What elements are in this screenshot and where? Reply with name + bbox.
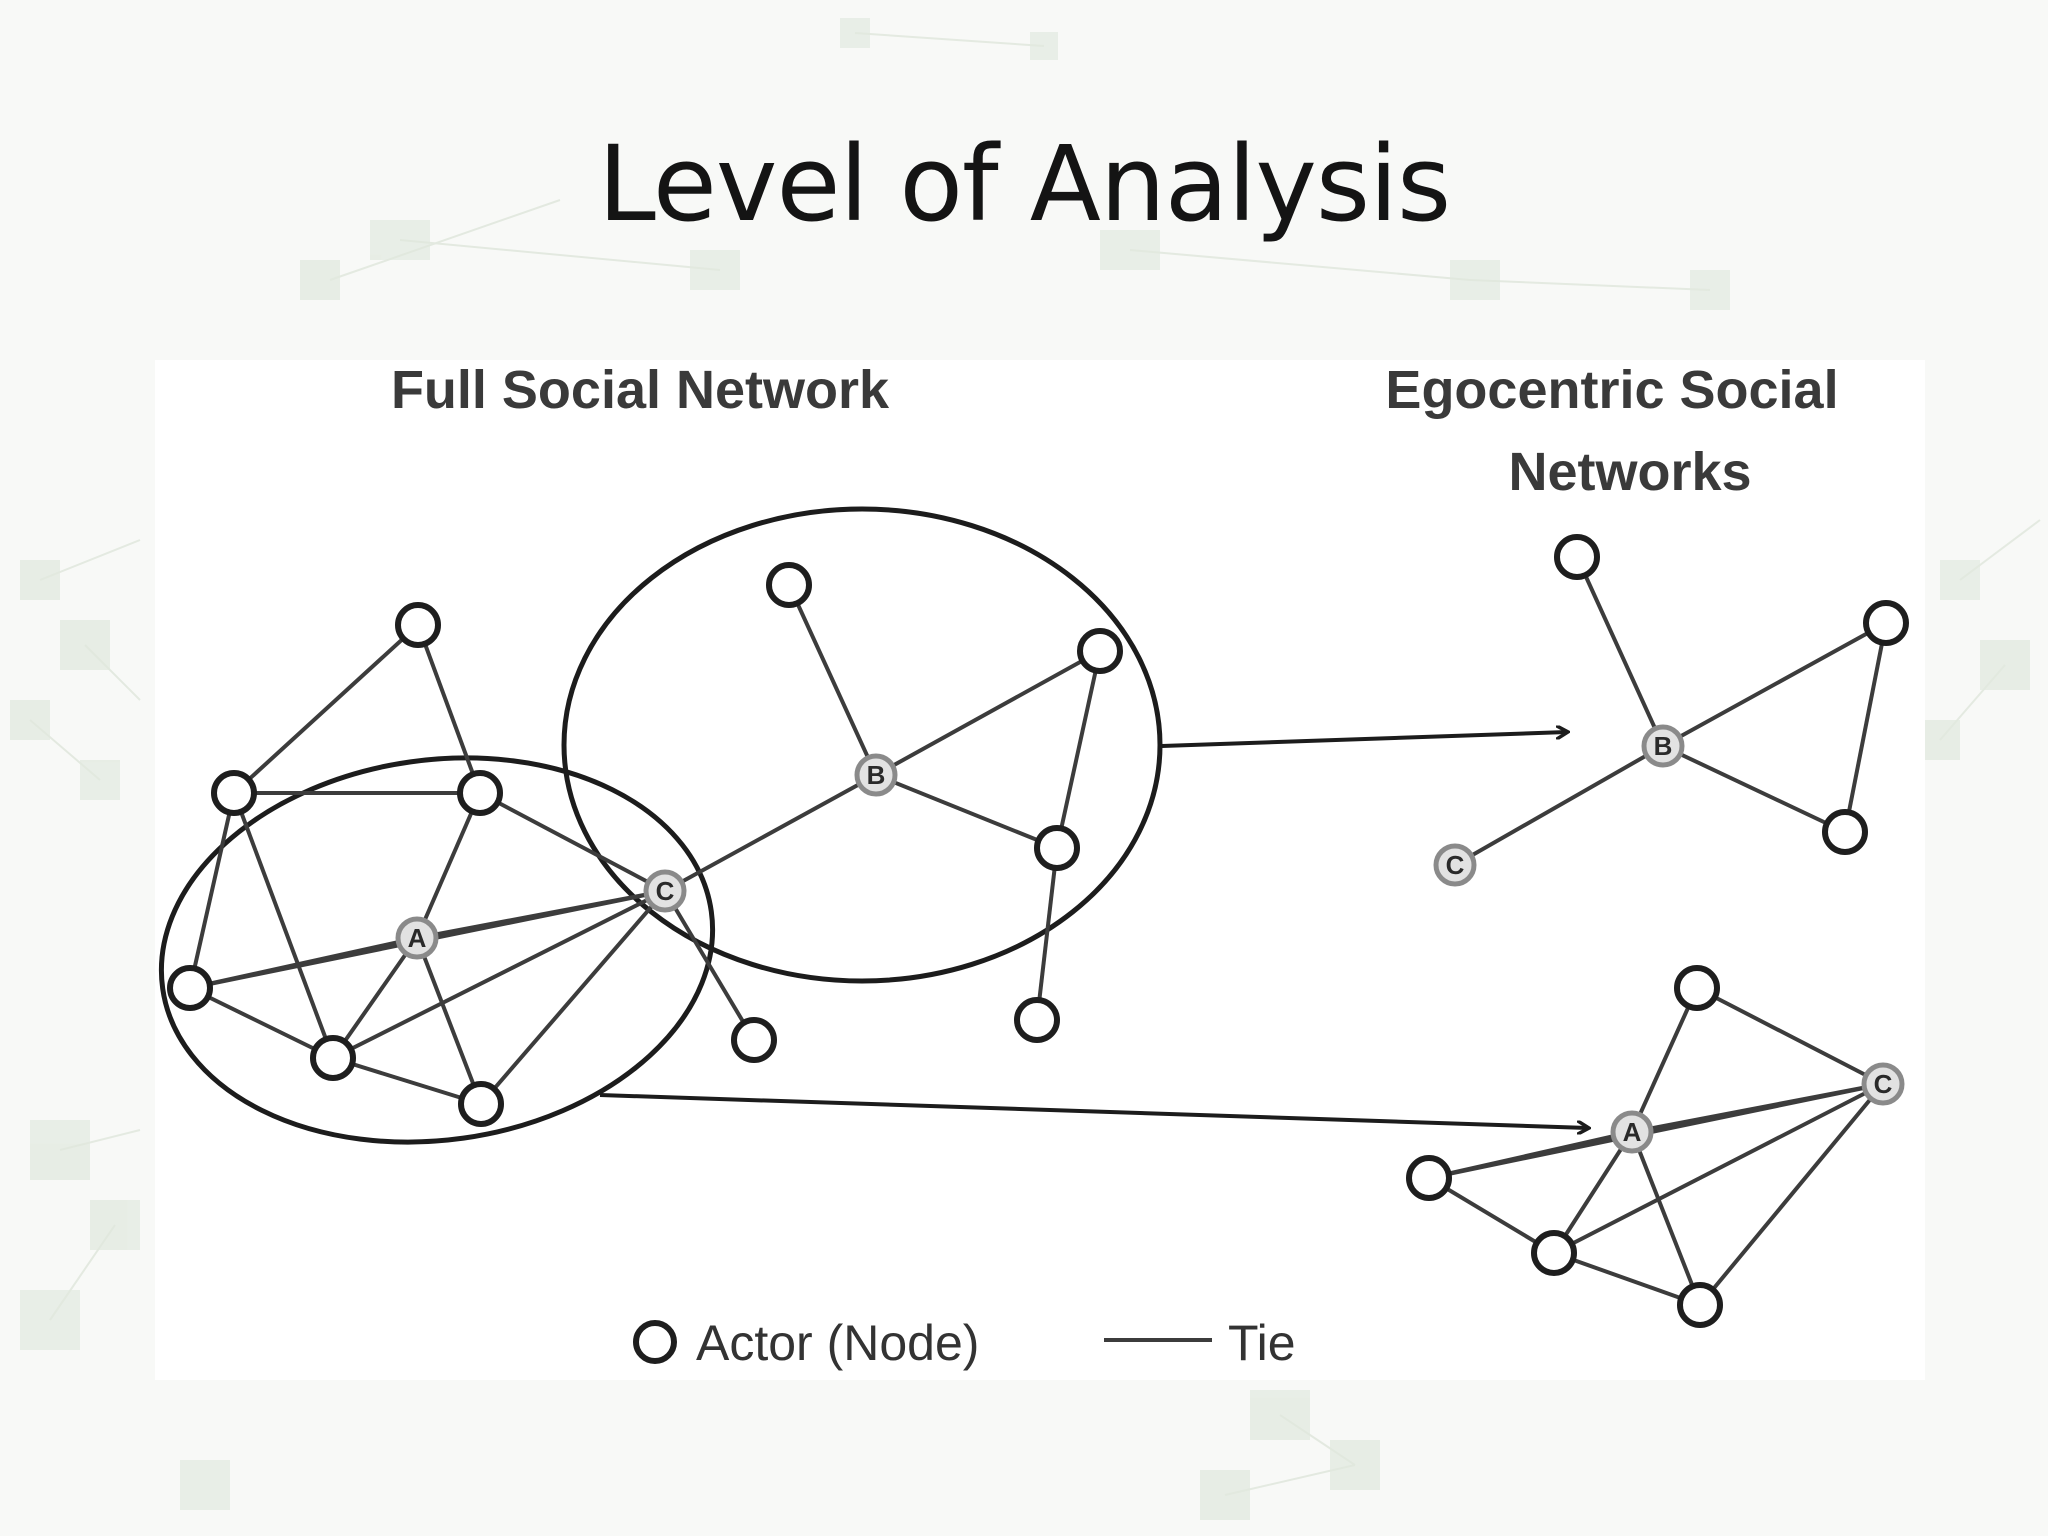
legend-tie-label: Tie	[1228, 1315, 1296, 1371]
actor-node	[167, 965, 213, 1011]
actor-node	[1677, 1282, 1723, 1328]
actor-node-a	[395, 916, 439, 960]
tie-eb2-eb3	[1843, 622, 1888, 833]
node-label-b: B	[1654, 731, 1673, 761]
tie-f3-fA	[415, 792, 482, 939]
actor-node	[1014, 997, 1060, 1043]
actor-node-b	[854, 753, 898, 797]
tie-ea3-ea4	[1553, 1251, 1701, 1307]
tie-f2-f5	[232, 792, 335, 1059]
tie-f4-f5	[189, 986, 334, 1060]
tie-fA-f5	[331, 936, 419, 1060]
node-label-a: A	[408, 923, 427, 953]
node-label-a: A	[1623, 1117, 1642, 1147]
actor-node	[731, 1017, 777, 1063]
arrow-to-ego-b	[1161, 732, 1567, 748]
node-label-c: C	[1874, 1069, 1893, 1099]
tie-f5-f6	[332, 1056, 482, 1106]
arrow-to-ego-a	[599, 1093, 1588, 1128]
tie-ea1-eC2	[1696, 986, 1884, 1086]
tie-f3-fC	[479, 791, 666, 893]
tie-eB-eC	[1454, 744, 1664, 867]
tie-eB-eb2	[1662, 621, 1887, 748]
actor-node	[1822, 809, 1868, 855]
tie-fC-f7	[663, 889, 756, 1042]
actor-node	[1034, 825, 1080, 871]
ego-network-heading-line1: Egocentric Social	[1385, 360, 1838, 420]
actor-node-c	[1433, 843, 1477, 887]
actor-node-a	[1610, 1110, 1654, 1154]
tie-ea3-eC2	[1553, 1082, 1884, 1255]
node-group: A C B B C A C	[167, 534, 1909, 1328]
tie-f1-f3	[416, 624, 482, 794]
actor-node	[1554, 534, 1600, 580]
node-label-c: C	[1446, 850, 1465, 880]
tie-eA-ea4	[1630, 1131, 1702, 1306]
tie-fB-f8	[787, 584, 878, 776]
actor-node	[395, 602, 441, 648]
ego-boundary-a	[158, 755, 716, 1145]
tie-fB-f9	[875, 649, 1101, 777]
actor-node	[1531, 1230, 1577, 1276]
actor-node	[1674, 965, 1720, 1011]
node-label-b: B	[867, 760, 886, 790]
actor-node	[1406, 1155, 1452, 1201]
tie-f6-fC	[479, 889, 667, 1106]
full-network-heading: Full Social Network	[391, 360, 890, 420]
actor-node-c	[643, 869, 687, 913]
tie-ea4-eC2	[1698, 1082, 1885, 1307]
tie-eb1-eB	[1575, 556, 1665, 747]
actor-node-b	[1641, 724, 1685, 768]
actor-node	[1077, 628, 1123, 674]
actor-node	[458, 1081, 504, 1127]
ego-network-heading-line2: Networks	[1508, 442, 1751, 502]
tie-group	[188, 556, 1888, 1307]
tie-f9-f10	[1055, 650, 1102, 849]
tie-ea2-ea3	[1427, 1176, 1556, 1255]
tie-eB-eb3	[1662, 744, 1846, 834]
tie-f5-fC	[332, 889, 666, 1060]
tie-f2-f4	[188, 792, 236, 989]
figure-panel	[155, 360, 1925, 1380]
tie-fA-f6	[415, 937, 483, 1105]
legend-actor-label: Actor (Node)	[696, 1315, 979, 1371]
tie-eA-ea3	[1552, 1130, 1634, 1255]
tie-fB-f10	[875, 773, 1058, 850]
actor-node	[211, 770, 257, 816]
actor-node	[1863, 600, 1909, 646]
ego-boundary-b	[561, 506, 1163, 984]
actor-node	[457, 770, 503, 816]
tie-f10-f11	[1035, 847, 1059, 1021]
node-label-c: C	[656, 876, 675, 906]
legend-actor-icon	[633, 1320, 677, 1364]
tie-f1-f2	[232, 623, 420, 795]
actor-node	[766, 562, 812, 608]
tie-fC-fB	[664, 773, 877, 893]
actor-node-c	[1861, 1062, 1905, 1106]
actor-node	[310, 1035, 356, 1081]
tie-ea2-eC2	[1428, 1082, 1884, 1180]
slide-title: Level of Analysis	[597, 123, 1451, 245]
tie-ea1-eA	[1630, 987, 1699, 1133]
